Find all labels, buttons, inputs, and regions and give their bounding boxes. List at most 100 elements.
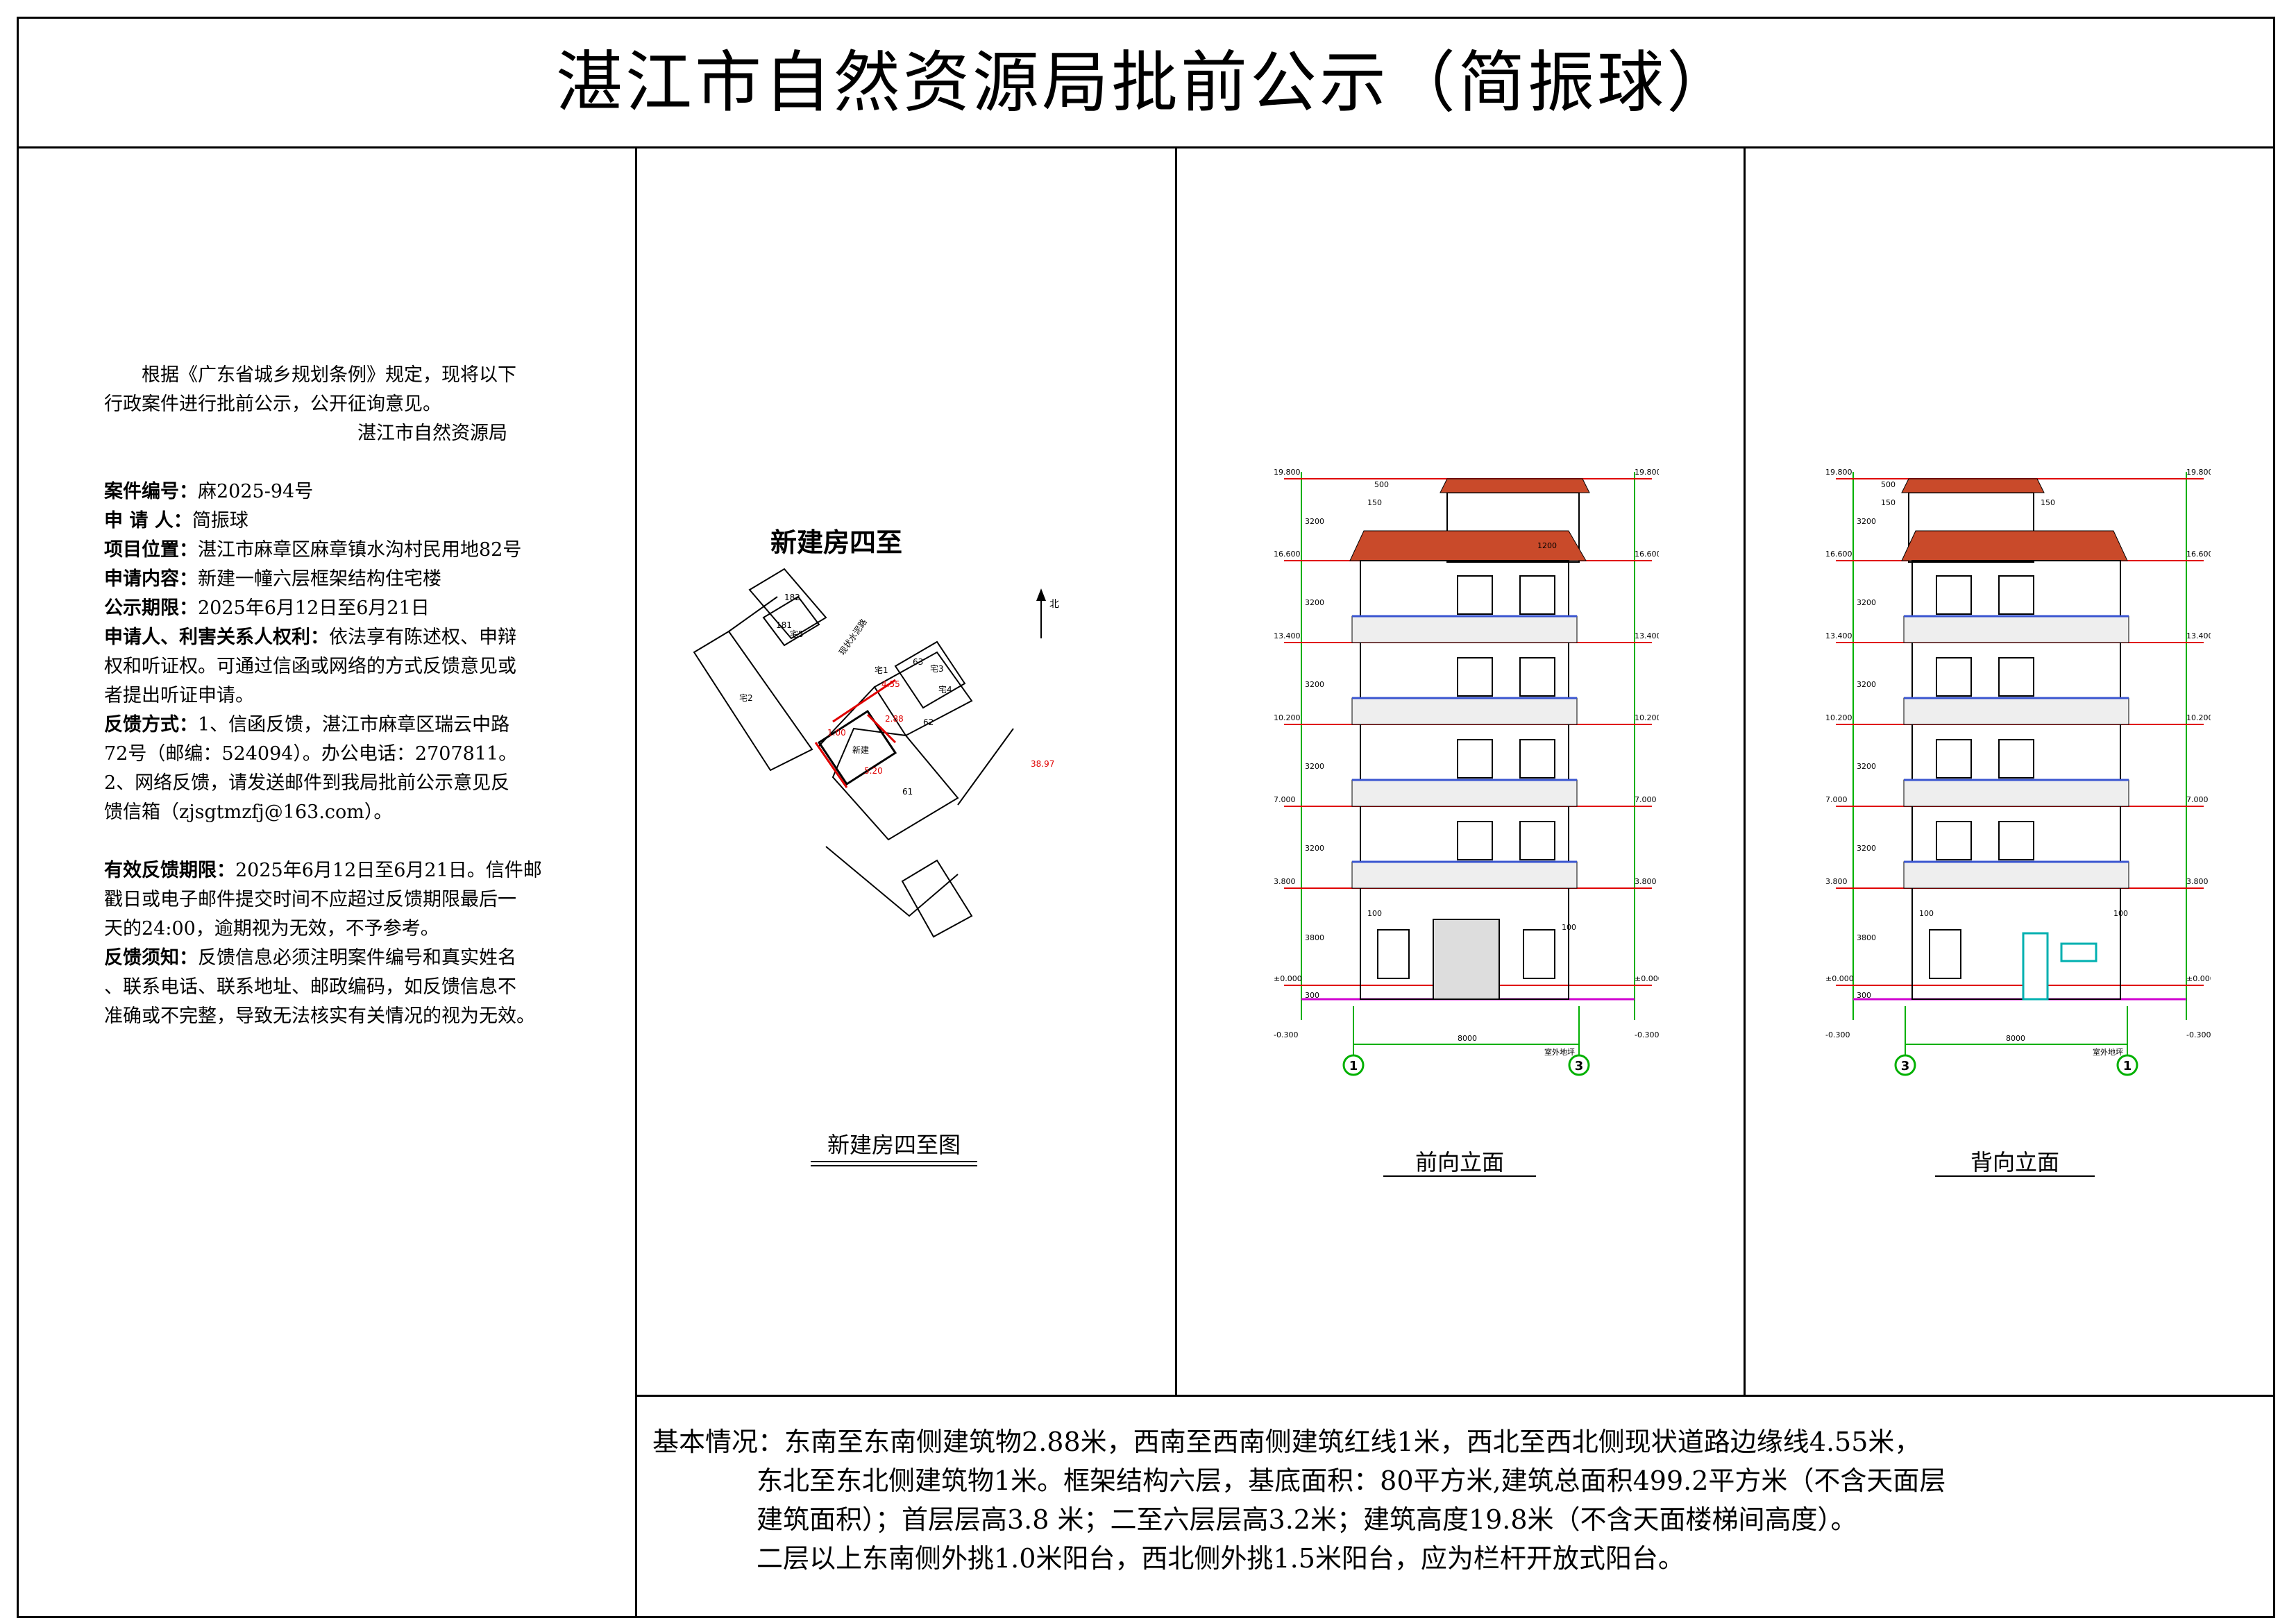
road-edge-3 bbox=[957, 728, 1014, 806]
front-dim-3: 3200 bbox=[1305, 598, 1324, 607]
front-width: 8000 bbox=[1458, 1034, 1477, 1043]
notice-line: 、联系电话、联系地址、邮政编码，如反馈信息不 bbox=[104, 976, 516, 998]
period: 公示期限：2025年6月12日至6月21日 bbox=[104, 597, 430, 619]
basic-line-4: 二层以上东南侧外挑1.0米阳台，西北侧外挑1.5米阳台，应为栏杆开放式阳台。 bbox=[757, 1543, 1685, 1574]
notice-line: 准确或不完整，导致无法核实有关情况的视为无效。 bbox=[104, 1005, 535, 1027]
label-61: 61 bbox=[902, 787, 913, 797]
label-62: 62 bbox=[923, 717, 934, 727]
front-level-r5: 7.000 bbox=[1635, 795, 1657, 804]
basic-info: 基本情况：东南至东南侧建筑物2.88米，西南至西南侧建筑红线1米，西北至西北侧现… bbox=[652, 1422, 2270, 1578]
front-level-r7: ±0.000 bbox=[1635, 974, 1659, 983]
label-zhai4: 宅4 bbox=[938, 684, 952, 695]
page-frame bbox=[17, 17, 2275, 1618]
back-level-4: 10.200 bbox=[1825, 713, 1852, 722]
parcel-182 bbox=[748, 568, 827, 640]
front-level-1: 19.800 bbox=[1274, 468, 1301, 477]
content: 申请内容：新建一幢六层框架结构住宅楼 bbox=[104, 568, 441, 590]
parcel-61 bbox=[832, 727, 959, 841]
valid-line: 戳日或电子邮件提交时间不应超过反馈期限最后一 bbox=[104, 889, 516, 910]
back-axis-left: 3 bbox=[1901, 1059, 1910, 1073]
parcel-62 bbox=[873, 651, 973, 737]
setback-line bbox=[866, 713, 897, 744]
front-level-2: 16.600 bbox=[1274, 550, 1301, 559]
front-dim-1: 500 bbox=[1374, 480, 1389, 489]
label-elevation: 5.20 bbox=[864, 766, 883, 776]
back-level-r7: ±0.000 bbox=[2186, 974, 2211, 983]
label-zhai5: 宅5 bbox=[790, 629, 804, 639]
basic-line-1: 基本情况：东南至东南侧建筑物2.88米，西南至西南侧建筑红线1米，西北至西北侧现… bbox=[652, 1427, 1921, 1457]
back-ground-note: 室外地坪 bbox=[2093, 1047, 2123, 1057]
rights-line: 权和听证权。可通过信函或网络的方式反馈意见或 bbox=[104, 656, 516, 677]
front-caption: 前向立面 bbox=[1415, 1149, 1504, 1175]
label-dist-455: 4.55 bbox=[881, 679, 900, 689]
south-parcel bbox=[901, 859, 973, 938]
feedback-notice: 反馈须知：反馈信息必须注明案件编号和真实姓名 bbox=[104, 947, 516, 969]
back-level-r5: 7.000 bbox=[2186, 795, 2209, 804]
divider-left bbox=[635, 148, 637, 1618]
divider-mid bbox=[1175, 148, 1177, 1396]
front-caption-box: 前向立面 bbox=[1383, 1145, 1536, 1177]
back-elevation-drawing: 19.800 16.600 13.400 10.200 7.000 3.800 … bbox=[1825, 468, 2211, 1076]
front-level-r8: -0.300 bbox=[1635, 1030, 1659, 1039]
setback-line bbox=[832, 679, 896, 723]
back-axis-right-circle bbox=[2116, 1054, 2138, 1076]
front-small-1: 150 bbox=[1367, 498, 1382, 507]
back-dim-1: 500 bbox=[1881, 480, 1896, 489]
back-dim-7: 3800 bbox=[1857, 933, 1876, 942]
front-ground-note: 室外地坪 bbox=[1544, 1047, 1575, 1057]
back-small-2: 150 bbox=[2041, 498, 2055, 507]
back-main-roof bbox=[1901, 530, 2128, 561]
back-dim-2: 3200 bbox=[1857, 517, 1876, 526]
back-level-r8: -0.300 bbox=[2186, 1030, 2211, 1039]
label-dist-1: 1.00 bbox=[827, 728, 846, 738]
back-level-r1: 19.800 bbox=[2186, 468, 2211, 477]
back-axis-left-circle bbox=[1894, 1054, 1916, 1076]
back-door bbox=[2022, 932, 2049, 1001]
applicant: 申 请 人：简振球 bbox=[104, 510, 248, 532]
front-stair-roof bbox=[1440, 478, 1590, 493]
feedback-line: 馈信箱（zjsgtmzfj@163.com）。 bbox=[104, 801, 393, 823]
new-building bbox=[817, 709, 897, 786]
front-dim-6: 3200 bbox=[1305, 844, 1324, 853]
back-stair-roof bbox=[1901, 478, 2045, 493]
west-parcel bbox=[693, 630, 813, 772]
back-small-4: 100 bbox=[2113, 909, 2128, 918]
back-small-3: 100 bbox=[1919, 909, 1934, 918]
front-level-r1: 19.800 bbox=[1635, 468, 1659, 477]
north-label: 北 bbox=[1049, 599, 1059, 610]
label-181: 181 bbox=[776, 620, 792, 630]
label-zhai2: 宅2 bbox=[739, 692, 753, 703]
back-level-r3: 13.400 bbox=[2186, 631, 2211, 640]
feedback-line: 72号（邮编：524094）。办公电话：2707811。 bbox=[104, 743, 518, 765]
front-level-7: ±0.000 bbox=[1274, 974, 1302, 983]
label-zhai3: 宅3 bbox=[930, 663, 944, 674]
label-63-a: 63 bbox=[913, 657, 923, 667]
feedback: 反馈方式：1、信函反馈，湛江市麻章区瑞云中路 bbox=[104, 714, 510, 736]
site-plan-drawing: 新建房四至 北 182 181 宅5 宅2 63 宅3 宅4 62 61 宅1 … bbox=[693, 527, 1059, 938]
front-dim-7: 3800 bbox=[1305, 933, 1324, 942]
back-dim-4: 3200 bbox=[1857, 680, 1876, 689]
back-caption: 背向立面 bbox=[1970, 1149, 2059, 1175]
label-dist-288: 2.88 bbox=[885, 714, 904, 724]
divider-bottom bbox=[635, 1395, 2275, 1397]
back-level-r6: 3.800 bbox=[2186, 877, 2209, 886]
front-level-r3: 13.400 bbox=[1635, 631, 1659, 640]
north-arrow-head bbox=[1036, 588, 1046, 601]
front-axis-left: 1 bbox=[1349, 1059, 1358, 1073]
setback-line bbox=[814, 742, 848, 788]
label-zhai1: 宅1 bbox=[875, 665, 888, 675]
back-level-3: 13.400 bbox=[1825, 631, 1852, 640]
front-axis-right: 3 bbox=[1575, 1059, 1584, 1073]
front-small-3: 100 bbox=[1562, 923, 1576, 932]
page-title: 湛江市自然资源局批前公示（简振球） bbox=[556, 44, 1736, 121]
label-road: 现状水泥路 bbox=[836, 617, 869, 657]
front-level-6: 3.800 bbox=[1274, 877, 1296, 886]
site-plan-heading: 新建房四至 bbox=[770, 527, 902, 558]
feedback-line: 2、网络反馈，请发送邮件到我局批前公示意见反 bbox=[104, 772, 510, 794]
road-edge-4 bbox=[825, 846, 959, 917]
site-plan-caption: 新建房四至图 bbox=[827, 1132, 961, 1158]
back-level-7: ±0.000 bbox=[1825, 974, 1854, 983]
back-slab-blue-lines bbox=[1904, 615, 2129, 863]
issuer: 湛江市自然资源局 bbox=[357, 423, 507, 444]
back-axis-right: 1 bbox=[2123, 1059, 2132, 1073]
